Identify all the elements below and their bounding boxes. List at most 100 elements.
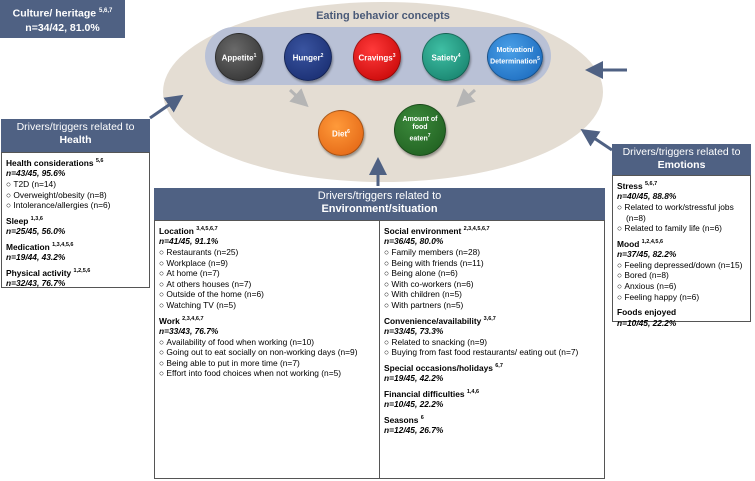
list-item: Being able to put in more time (n=7) xyxy=(159,358,375,369)
concept-sup: 4 xyxy=(457,52,461,59)
arrow-gray-left xyxy=(288,88,309,108)
header-line1: Drivers/triggers related to xyxy=(317,190,442,202)
list-item: Workplace (n=9) xyxy=(159,258,375,269)
concept-diet: Diet6 xyxy=(318,110,364,156)
concept-appetite: Appetite1 xyxy=(215,33,263,81)
category-sup: 6,7 xyxy=(495,362,503,369)
list-item: Availability of food when working (n=10) xyxy=(159,337,375,348)
concept-motivation: Motivation/Determination5 xyxy=(487,33,543,81)
concept-sup: 3 xyxy=(392,52,396,59)
culture-heritage-box: Culture/ heritage 5,6,7 n=34/42, 81.0% xyxy=(0,0,125,38)
category-title: Special occasions/holidays 6,7 xyxy=(384,361,600,373)
category-title: Convenience/availability 3,6,7 xyxy=(384,314,600,326)
category-sup: 2,3,4,5,6,7 xyxy=(463,226,490,232)
environment-header: Drivers/triggers related to Environment/… xyxy=(154,188,605,220)
category-title: Sleep 1,3,6 xyxy=(6,214,145,226)
category-name: Physical activity xyxy=(6,267,74,278)
category-name: Medication xyxy=(6,241,53,252)
environment-left-column: Location 3,4,5,6,7n=41/45, 91.1%Restaura… xyxy=(155,221,380,478)
concept-sup: 2 xyxy=(320,52,324,59)
category-sup: 1,2,4,5,6 xyxy=(641,238,664,245)
list-item: Buying from fast food restaurants/ eatin… xyxy=(384,347,600,358)
category-stat: n=40/45, 88.8% xyxy=(617,191,677,202)
list-item: Restaurants (n=25) xyxy=(159,247,375,258)
category-name: Location xyxy=(159,225,197,236)
category-stat: n=19/44, 43.2% xyxy=(6,252,66,263)
concept-cravings: Cravings3 xyxy=(353,33,401,81)
list-item: At home (n=7) xyxy=(159,268,375,279)
list-item: Effort into food choices when not workin… xyxy=(159,368,375,379)
category-stat: n=41/45, 91.1% xyxy=(159,236,219,247)
category-name: Work xyxy=(159,315,183,326)
category-stat: n=43/45, 95.6% xyxy=(6,168,66,179)
list-item: Overweight/obesity (n=8) xyxy=(6,190,145,201)
category-sup: 6 xyxy=(420,414,424,421)
list-item: With co-workers (n=6) xyxy=(384,279,600,290)
concept-label: Amount of xyxy=(402,116,438,124)
list-item: At others houses (n=7) xyxy=(159,279,375,290)
list-item: Related to family life (n=6) xyxy=(617,223,746,234)
category-name: Convenience/availability xyxy=(384,315,484,326)
category-title: Seasons 6 xyxy=(384,413,600,425)
emotions-header: Drivers/triggers related to Emotions xyxy=(612,144,751,175)
concept-hunger: Hunger2 xyxy=(284,33,332,81)
list-item: With partners (n=5) xyxy=(384,300,600,311)
concept-label: Motivation/ xyxy=(496,47,534,55)
concept-label: eaten xyxy=(409,135,428,143)
category-name: Social environment xyxy=(384,225,464,236)
header-line1: Drivers/triggers related to xyxy=(16,121,135,133)
category-name: Stress xyxy=(617,180,645,191)
category-sup: 1,4,6 xyxy=(466,388,480,395)
category-stat: n=12/45, 26.7% xyxy=(384,425,444,436)
arrow-gray-right xyxy=(456,88,477,108)
category-stat: n=10/45, 22.2% xyxy=(617,317,677,328)
diagram-title: Eating behavior concepts xyxy=(316,10,450,22)
category-title: Work 2,3,4,6,7 xyxy=(159,314,375,326)
concept-sup: 1 xyxy=(253,52,257,59)
emotions-box: Stress 5,6,7n=40/45, 88.8%Related to wor… xyxy=(612,175,751,328)
category-stat: n=25/45, 56.0% xyxy=(6,226,66,237)
culture-sup: 5,6,7 xyxy=(99,8,113,14)
list-item: Being with friends (n=11) xyxy=(384,258,600,269)
concept-sup: 6 xyxy=(347,128,350,135)
category-stat: n=10/45, 22.2% xyxy=(384,399,444,410)
category-stat: n=19/45, 42.2% xyxy=(384,373,444,384)
category-name: Sleep xyxy=(6,215,31,226)
list-item: T2D (n=14) xyxy=(6,179,145,190)
list-item: Going out to eat socially on non-working… xyxy=(159,347,375,358)
health-box: Health considerations 5,6 n=43/45, 95.6%T… xyxy=(1,152,150,288)
list-item: Feeling depressed/down (n=15) xyxy=(617,260,746,271)
category-sup: 1,3,4,5,6 xyxy=(52,241,74,248)
concept-label: Determination xyxy=(490,58,538,66)
category-stat: n=33/45, 73.3% xyxy=(384,325,444,336)
arrow-emotions xyxy=(580,129,613,152)
category-name: Special occasions/holidays xyxy=(384,362,496,373)
list-item: Intolerance/allergies (n=6) xyxy=(6,200,145,211)
category-title: Location 3,4,5,6,7 xyxy=(159,224,375,236)
category-title: Financial difficulties 1,4,6 xyxy=(384,387,600,399)
list-item: Outside of the home (n=6) xyxy=(159,289,375,300)
environment-box: Location 3,4,5,6,7n=41/45, 91.1%Restaura… xyxy=(154,220,605,479)
culture-stat: n=34/42, 81.0% xyxy=(25,21,100,34)
category-title: Physical activity 1,2,5,6 xyxy=(6,266,145,278)
arrow-health xyxy=(149,94,184,120)
concept-label: Hunger xyxy=(292,53,321,63)
category-sup: 5,6 xyxy=(95,158,104,164)
header-line1: Drivers/triggers related to xyxy=(622,146,741,158)
category-title: Foods enjoyed xyxy=(617,305,746,317)
category-sup: 3,6,7 xyxy=(483,315,496,322)
category-name: Health considerations xyxy=(6,157,96,168)
list-item: Watching TV (n=5) xyxy=(159,300,375,311)
list-item: Being alone (n=6) xyxy=(384,268,600,279)
health-header: Drivers/triggers related to Health xyxy=(1,119,150,152)
category-sup: 2,3,4,6,7 xyxy=(182,315,204,322)
concept-label: food xyxy=(412,124,428,132)
category-title: Mood 1,2,4,5,6 xyxy=(617,237,746,249)
list-item: Anxious (n=6) xyxy=(617,281,746,292)
header-line2: Environment/situation xyxy=(321,203,438,215)
concept-sup: 7 xyxy=(427,133,431,140)
list-item: With children (n=5) xyxy=(384,289,600,300)
